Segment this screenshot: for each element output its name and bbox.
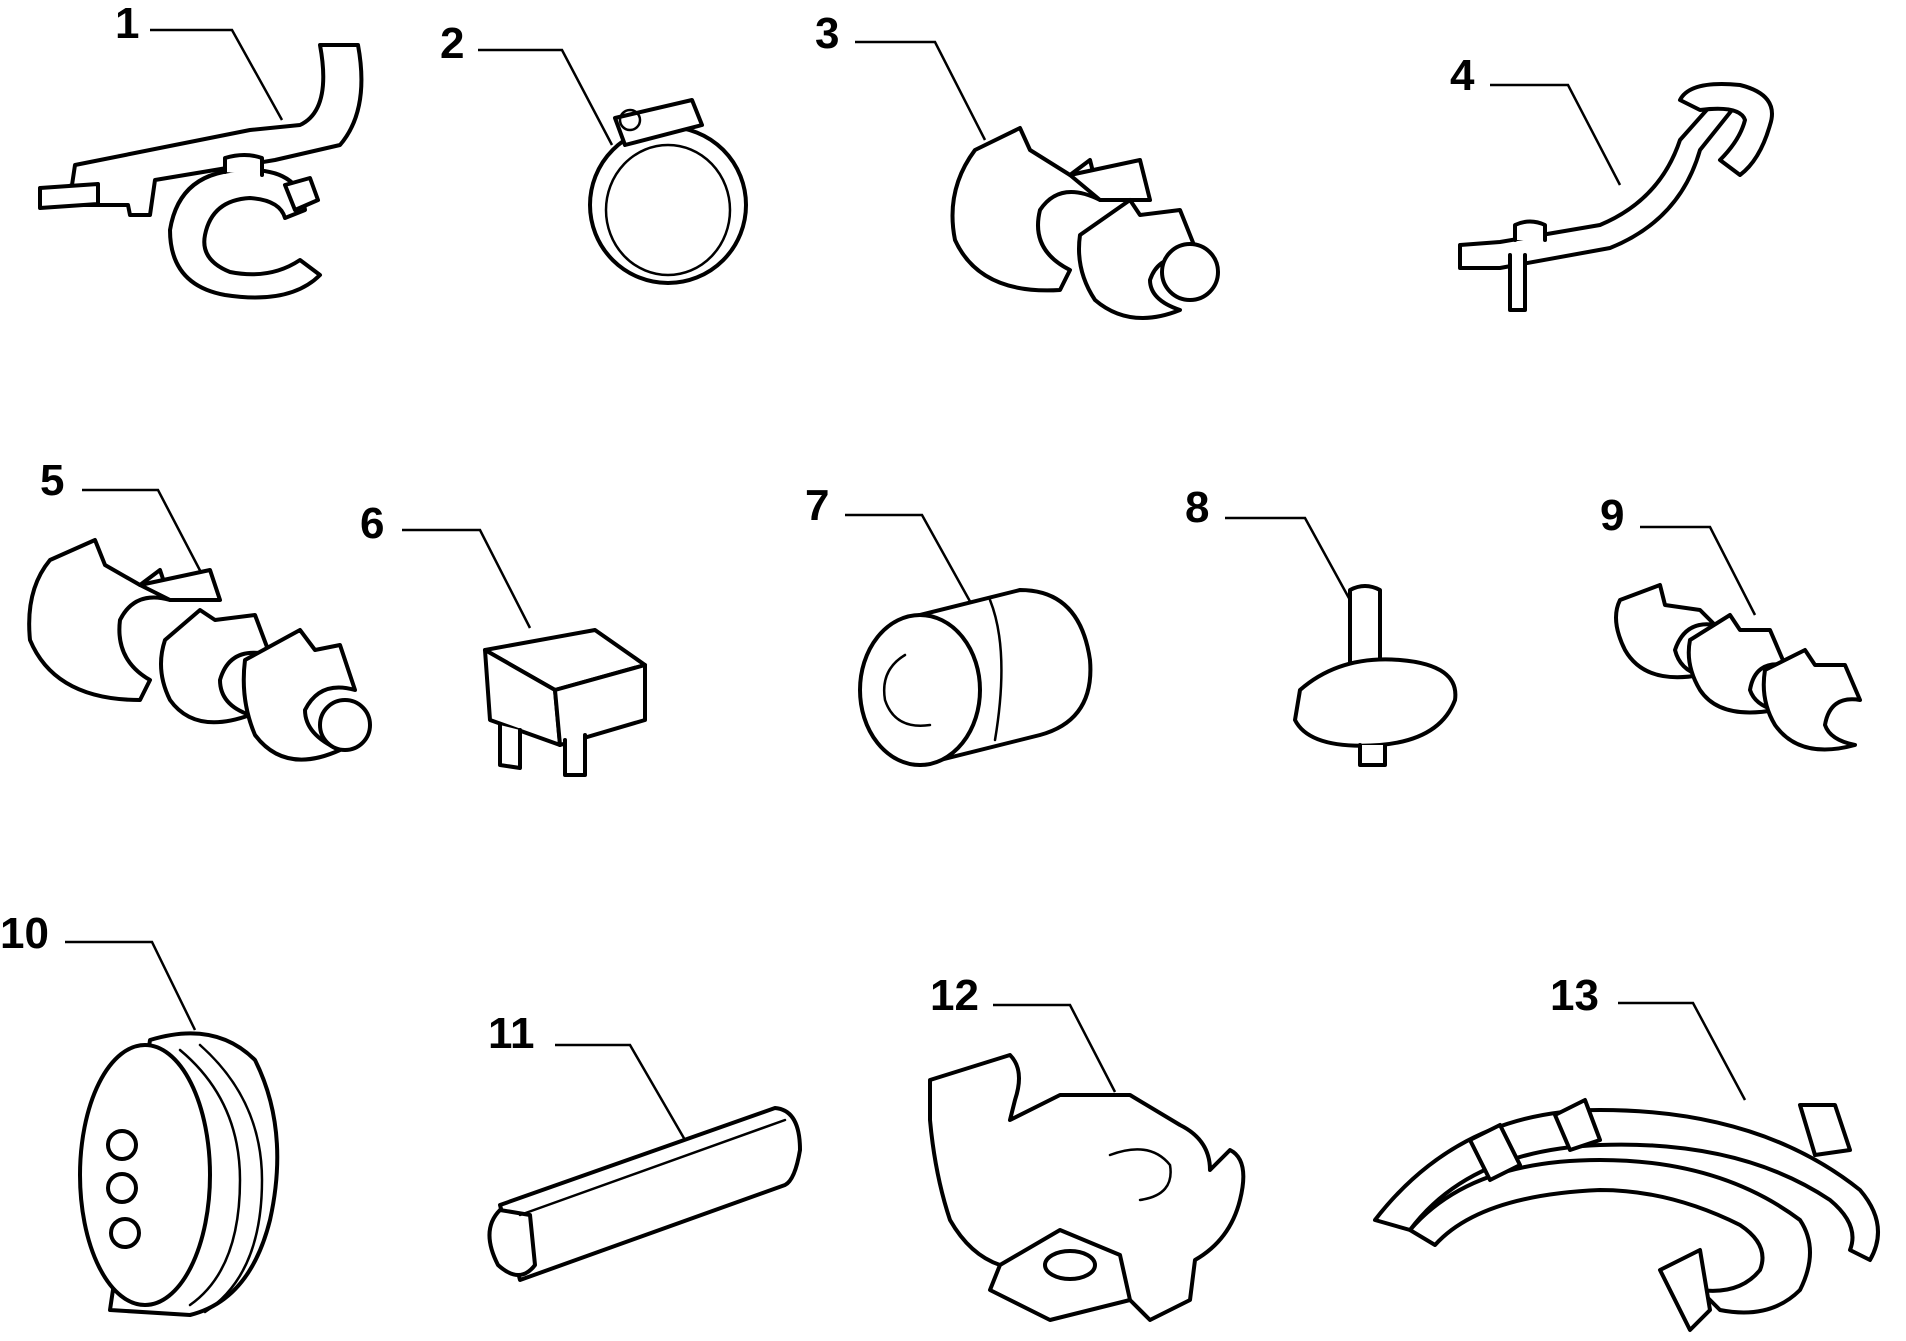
part-5-knob (318, 698, 372, 752)
part-11-strip (498, 1106, 802, 1282)
part-1-number: 1 (115, 0, 139, 48)
part-12-clip-mouth (1108, 1148, 1172, 1202)
part-11-number: 11 (488, 1009, 535, 1058)
part-1-tab (38, 182, 100, 210)
part-9-number: 9 (1600, 491, 1624, 540)
part-10-number: 10 (0, 909, 49, 958)
part-8-leader (1225, 516, 1352, 601)
part-3-number: 3 (815, 9, 839, 58)
part-6-number: 6 (360, 499, 384, 548)
part-5-leader (82, 488, 207, 581)
part-12-leader (993, 1003, 1117, 1093)
part-9: 9 (1600, 491, 1862, 752)
part-8-base (1293, 657, 1458, 748)
part-13-clip-c (1798, 1103, 1852, 1157)
part-3: 3 (815, 9, 1220, 320)
part-10-leader (65, 940, 197, 1031)
part-8: 8 (1185, 483, 1458, 767)
part-2-number: 2 (440, 19, 464, 68)
part-5-bridge-a (138, 568, 222, 602)
part-1-leader (150, 28, 284, 121)
part-6-pin-b (563, 733, 587, 777)
part-9-leader (1640, 525, 1757, 616)
part-4-number: 4 (1450, 51, 1475, 100)
part-13: 13 (1373, 971, 1880, 1332)
part-4-stud-down (1508, 253, 1527, 312)
part-10-rib-a (178, 1048, 242, 1307)
part-2-band-inner (604, 143, 732, 277)
part-2-leader (478, 48, 614, 146)
part-13-leader (1618, 1001, 1747, 1101)
part-11: 11 (487, 1009, 802, 1282)
part-12-body (928, 1053, 1246, 1322)
part-10-face (78, 1043, 212, 1307)
part-13-clip-b (1553, 1098, 1602, 1152)
part-3-knob (1160, 242, 1220, 302)
part-6-leader (402, 528, 532, 629)
part-7-rib (988, 598, 1003, 742)
part-6-pin-a (498, 723, 522, 770)
part-2-band-outer (588, 125, 748, 285)
part-10-hole-3 (109, 1217, 141, 1249)
part-4-stud-up (1513, 219, 1547, 242)
part-7-bore (882, 653, 932, 727)
part-7-number: 7 (805, 481, 829, 530)
part-11-leader (555, 1043, 687, 1141)
part-11-edge (518, 1118, 787, 1217)
part-2: 2 (440, 19, 748, 285)
part-5: 5 (27, 456, 372, 762)
part-12-number: 12 (930, 971, 979, 1020)
part-2-screw-housing (613, 98, 704, 147)
part-6-side (553, 663, 647, 747)
part-1-latch (283, 176, 320, 212)
part-12-mount-hole (1043, 1249, 1097, 1281)
part-7-face (858, 613, 982, 767)
part-12: 12 (928, 971, 1246, 1322)
part-3-bridge (1068, 158, 1152, 202)
part-10-hole-1 (106, 1129, 138, 1161)
part-11-end-profile (487, 1208, 537, 1277)
part-1-stud (223, 153, 264, 177)
part-1: 1 (38, 0, 364, 300)
part-8-number: 8 (1185, 483, 1209, 532)
part-3-clip-left (950, 126, 1102, 293)
part-9-clip-c (1761, 648, 1862, 752)
part-10-hole-2 (106, 1172, 138, 1204)
part-4-arm (1458, 93, 1742, 270)
part-1-clip-ring (168, 167, 322, 300)
part-1-bracket (58, 43, 364, 217)
part-13-arc-inner (1408, 1158, 1812, 1315)
part-4-leader (1490, 83, 1622, 186)
part-13-clip-d (1658, 1248, 1712, 1332)
part-13-clip-a (1468, 1123, 1522, 1182)
part-8-stem (1358, 743, 1387, 767)
part-4-clip-head (1678, 82, 1774, 177)
part-2-screw-head (618, 108, 642, 132)
part-10-rib-b (198, 1043, 264, 1314)
part-13-number: 13 (1550, 971, 1599, 1020)
part-3-leader (855, 40, 987, 141)
part-7: 7 (805, 481, 1093, 767)
part-7-leader (845, 513, 974, 606)
part-5-number: 5 (40, 456, 64, 505)
part-6: 6 (360, 499, 647, 777)
part-4: 4 (1450, 51, 1774, 312)
part-5-clip-a (27, 538, 172, 702)
part-10: 10 (0, 909, 280, 1317)
